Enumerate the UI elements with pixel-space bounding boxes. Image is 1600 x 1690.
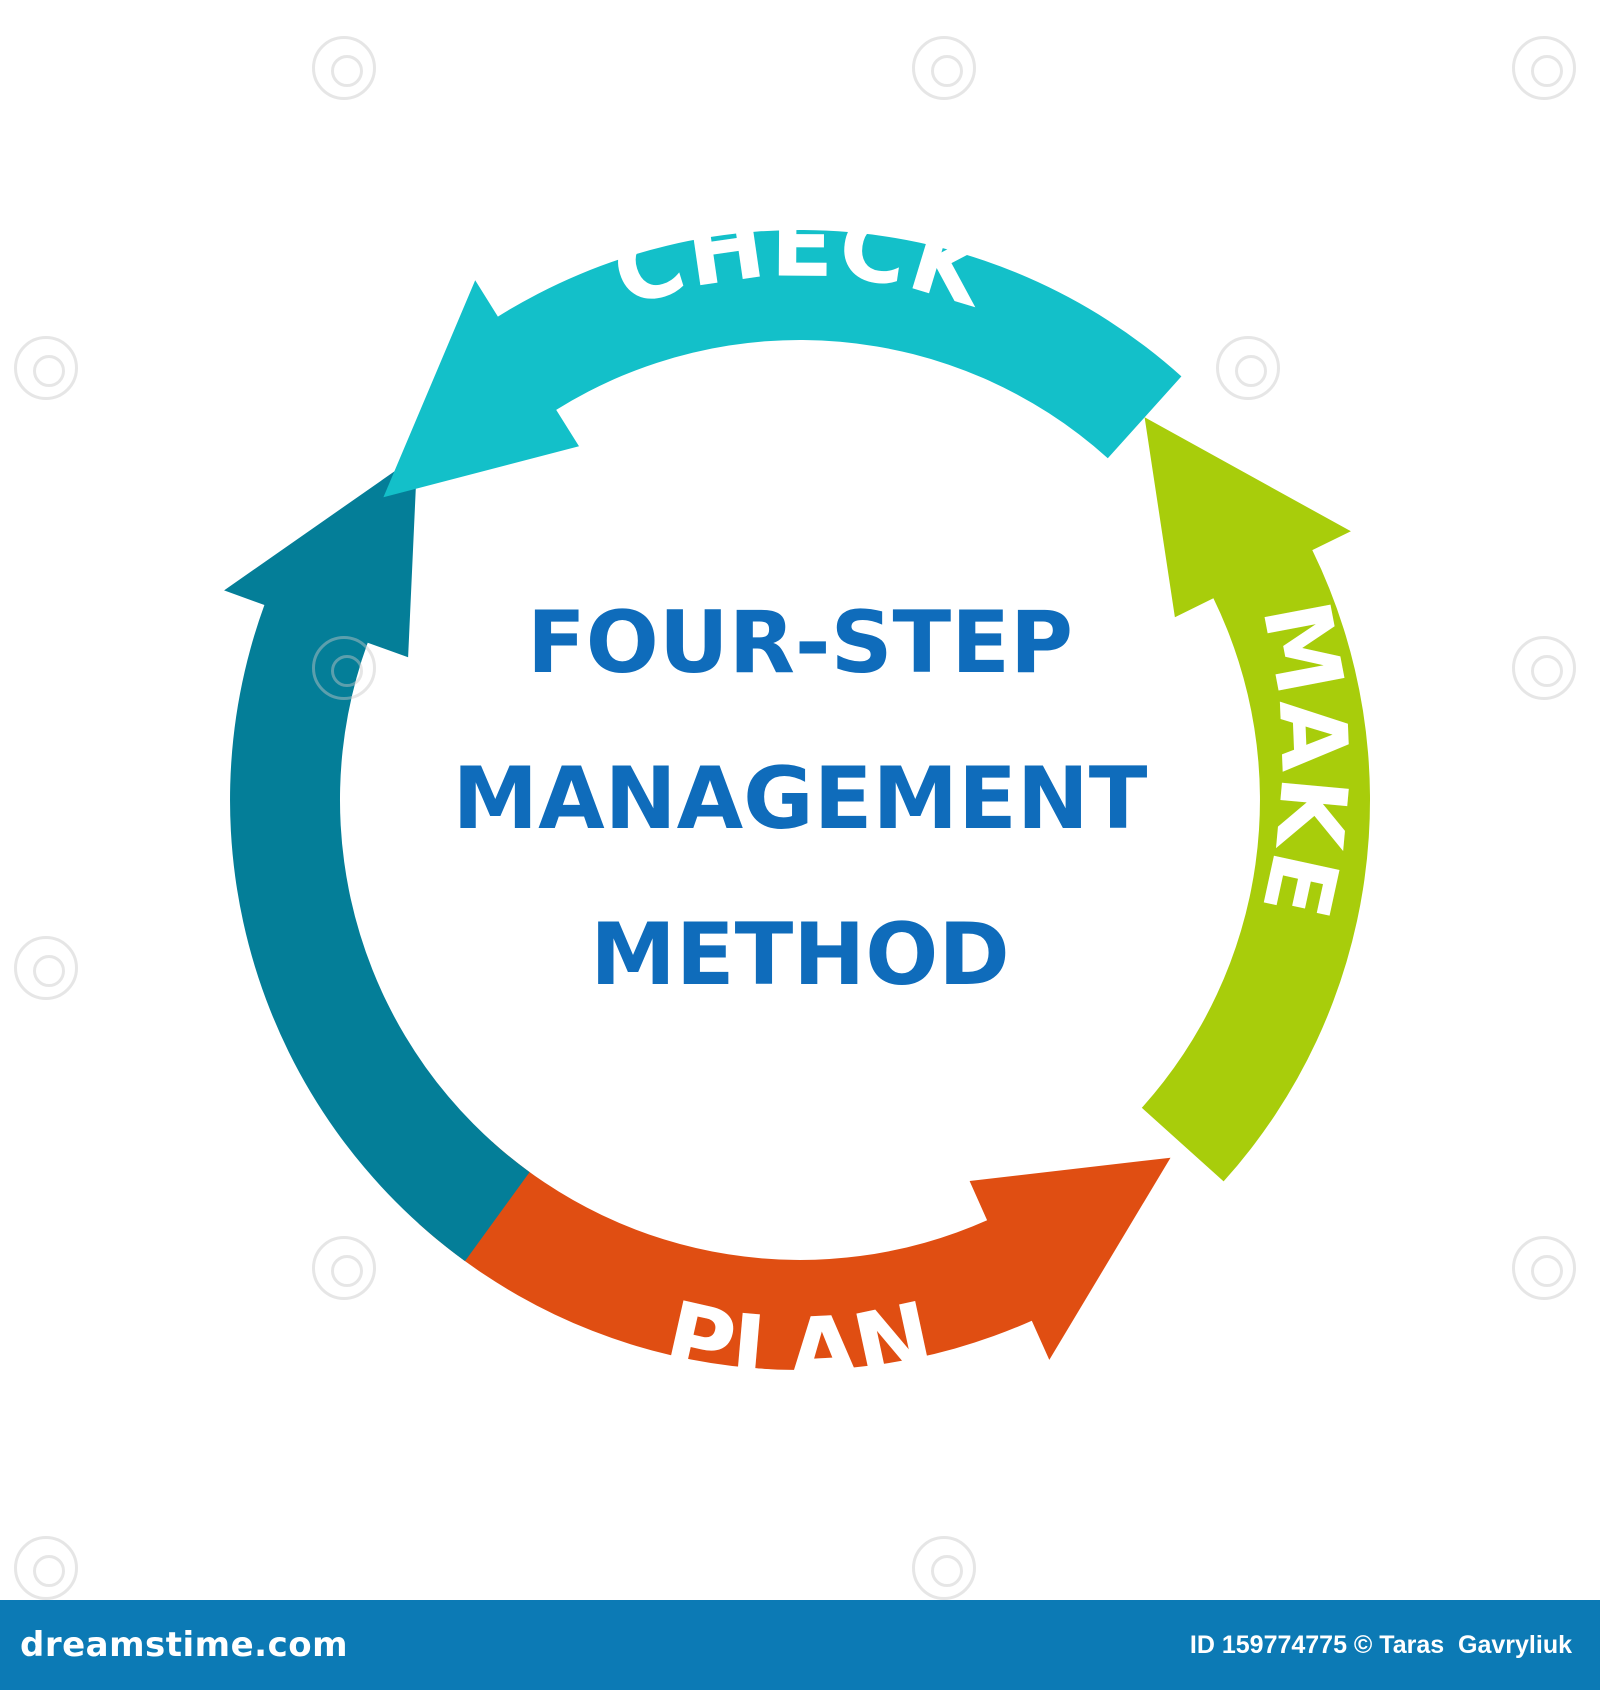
watermark-spiral-icon xyxy=(312,636,376,700)
watermark-spiral-icon xyxy=(14,936,78,1000)
watermark-credit: ID 159774775 © Taras Gavryliuk xyxy=(1189,1630,1572,1659)
watermark-spiral-icon xyxy=(912,36,976,100)
arrow-segment-plan xyxy=(418,1141,1171,1370)
watermark-spiral-icon xyxy=(312,36,376,100)
watermark-spiral-icon xyxy=(14,1536,78,1600)
cycle-diagram-svg: ACT CHECK MAKE PLAN xyxy=(118,229,1371,1407)
arrow-segment-make xyxy=(1141,417,1371,1182)
watermark-spiral-icon xyxy=(14,336,78,400)
watermark-spiral-icon xyxy=(912,1536,976,1600)
watermark-spiral-icon xyxy=(1512,636,1576,700)
watermark-spiral-icon xyxy=(1512,1236,1576,1300)
watermark-spiral-icon xyxy=(1512,36,1576,100)
watermark-spiral-icon xyxy=(312,1236,376,1300)
title-line-2: MANAGEMENT xyxy=(452,749,1148,849)
diagram-title: FOUR-STEP MANAGEMENT METHOD xyxy=(400,565,1200,1033)
cycle-diagram: ACT CHECK MAKE PLAN FOUR-STEP MANAGEMENT… xyxy=(14,36,1576,1600)
watermark-bar: dreamstime.com ID 159774775 © Taras Gavr… xyxy=(0,1600,1600,1690)
watermark-site: dreamstime.com xyxy=(20,1625,349,1665)
step-label-make: MAKE xyxy=(1240,593,1367,929)
arrow-segment-check xyxy=(383,229,1182,498)
title-line-1: FOUR-STEP xyxy=(527,593,1073,693)
step-label-act: ACT xyxy=(118,616,234,844)
watermark-spiral-icon xyxy=(1216,336,1280,400)
title-line-3: METHOD xyxy=(590,905,1010,1005)
step-label-plan: PLAN xyxy=(656,1281,944,1407)
arrow-segment-act xyxy=(224,455,530,1262)
